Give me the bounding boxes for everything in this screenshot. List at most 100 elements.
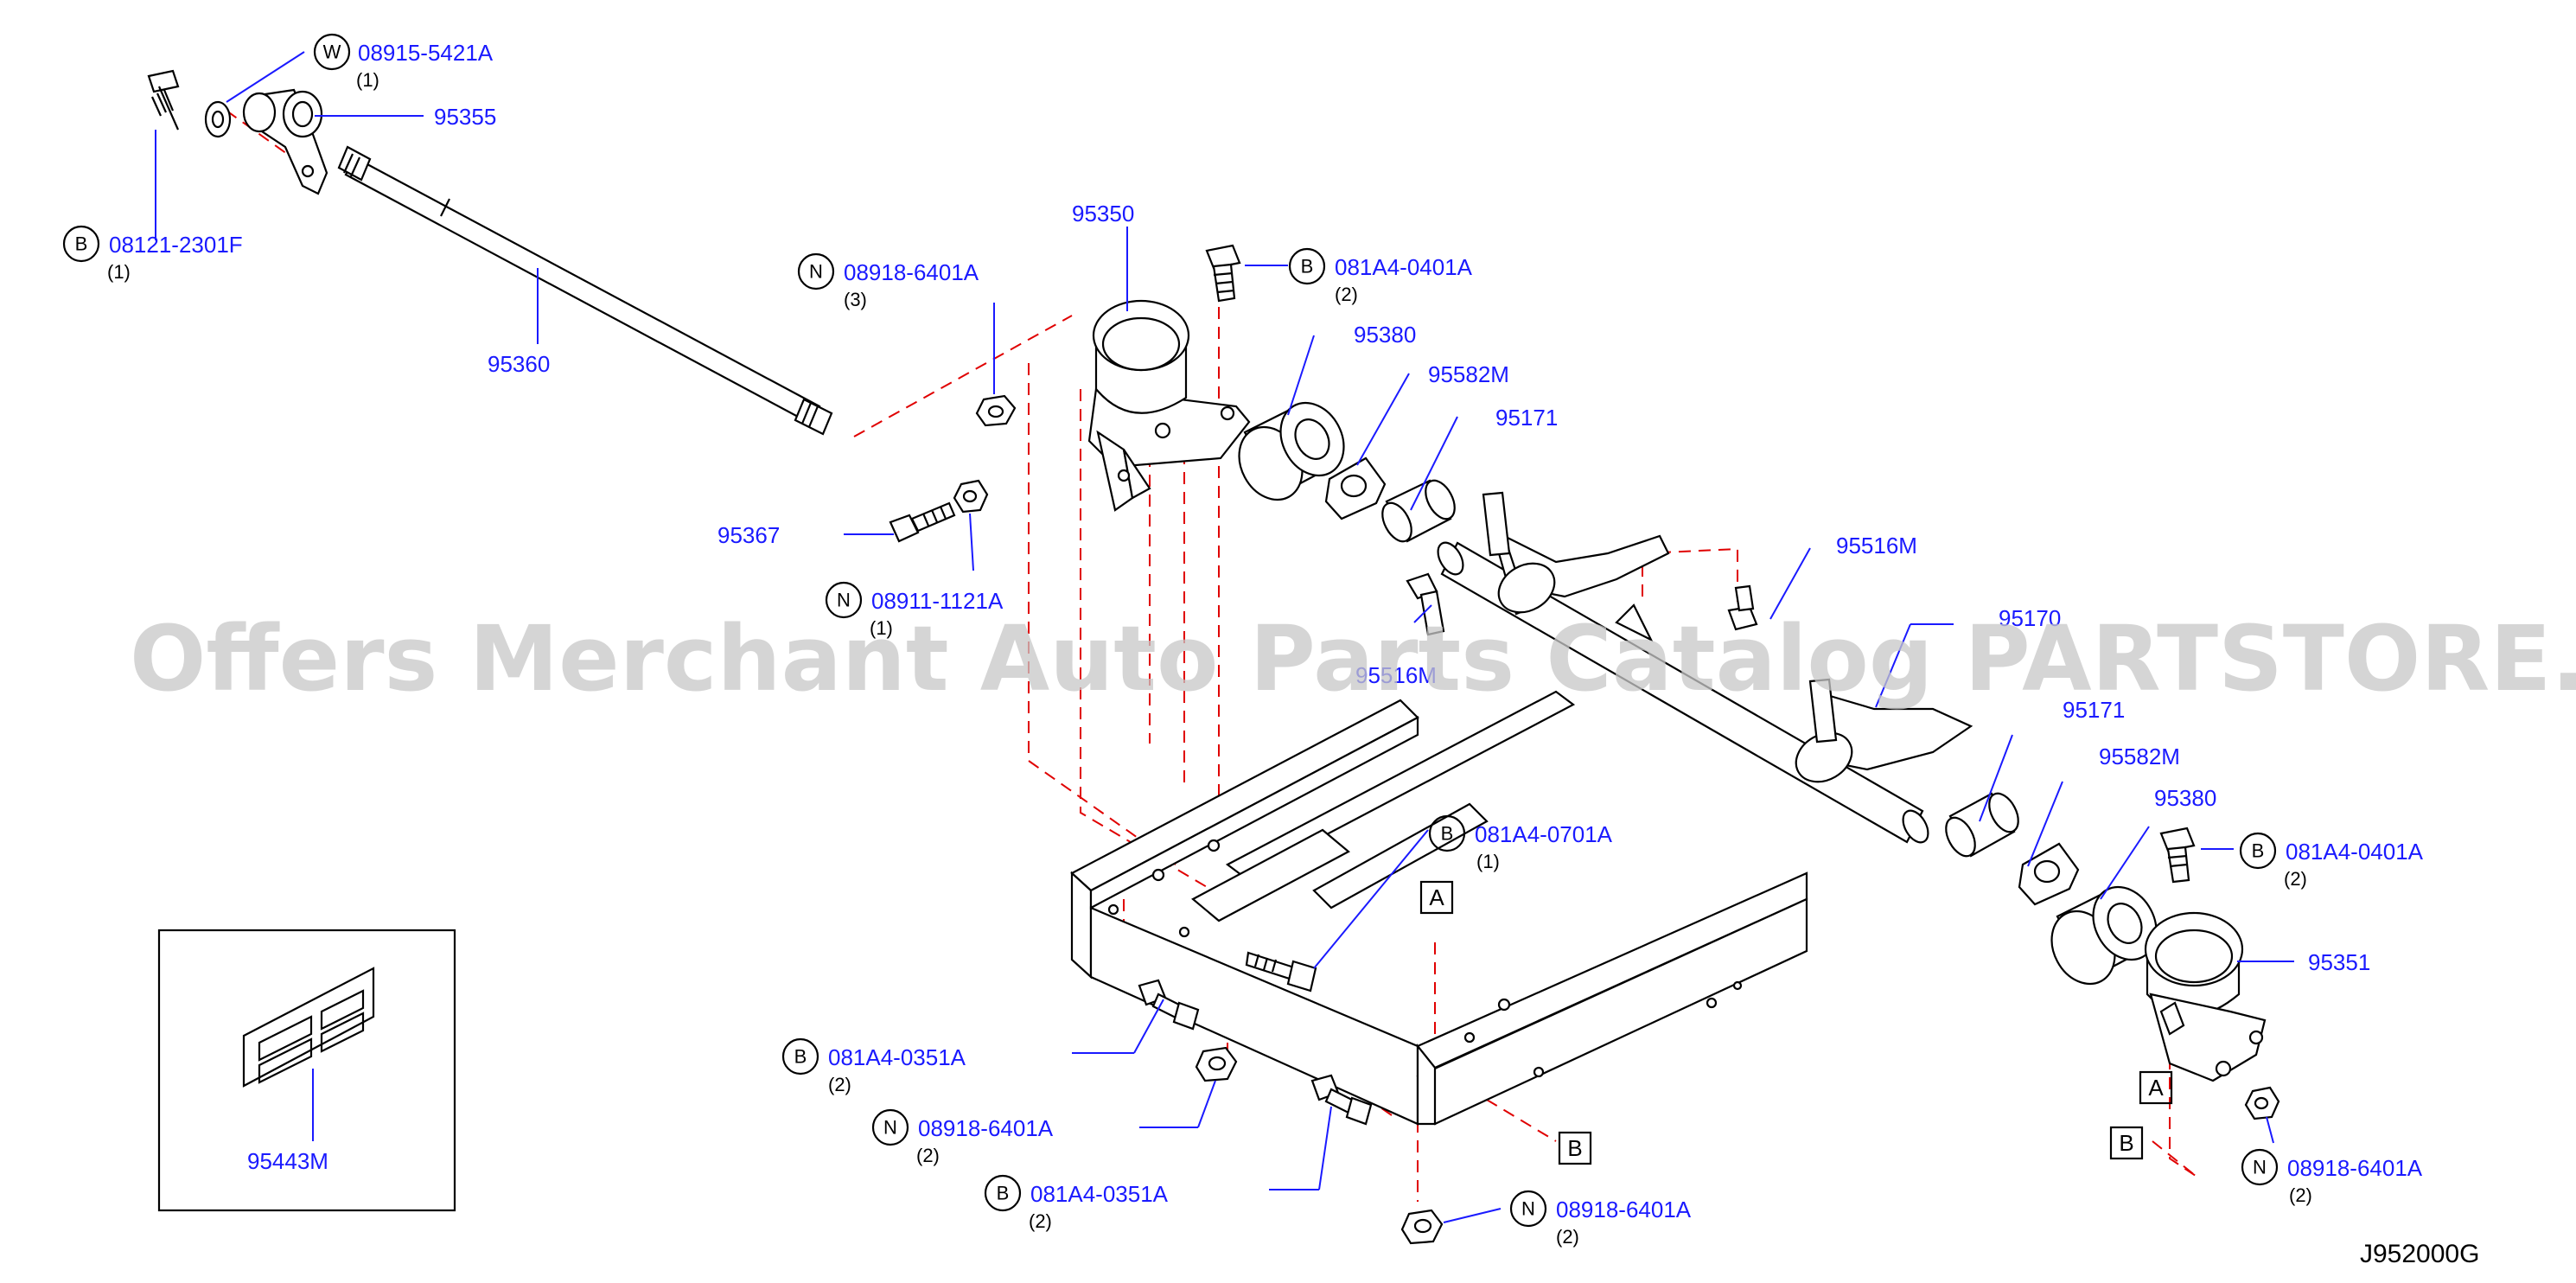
callout-part-number[interactable]: 95582M — [2099, 744, 2180, 769]
callout-081A4-0701A: B 081A4-0701A (1) — [1428, 814, 1613, 872]
callout-part-number[interactable]: 95443M — [247, 1148, 328, 1174]
callout-part-number[interactable]: 95171 — [2063, 697, 2125, 723]
bushing-95380-lower — [2050, 885, 2158, 986]
ref-letter: B — [2119, 1130, 2133, 1156]
callout-part-number[interactable]: 081A4-0701A — [1475, 821, 1613, 847]
nut-08918-6401A-frame-bottom — [1400, 1209, 1444, 1245]
callout-prefix: N — [809, 261, 823, 283]
callout-part-number[interactable]: 081A4-0401A — [1335, 254, 1473, 280]
bolt-081A4-0351A-right — [1310, 1074, 1373, 1126]
bolt-081A4-0401A-lower — [2159, 827, 2196, 884]
callout-part-number[interactable]: 95516M — [1355, 662, 1437, 688]
callout-prefix: B — [1301, 256, 1314, 278]
callout-part-number[interactable]: 95170 — [1999, 605, 2061, 631]
bolt-95516M-right — [1727, 584, 1758, 631]
callout-prefix: N — [883, 1117, 897, 1139]
callout-part-number[interactable]: 08915-5421A — [358, 40, 494, 66]
callout-prefix: W — [323, 41, 341, 63]
callout-qty: (2) — [916, 1145, 940, 1166]
callout-part-number[interactable]: 08121-2301F — [109, 232, 243, 258]
callout-08918-6401A-frame-left: N 08918-6401A (2) — [871, 1108, 1054, 1166]
callout-95360: 95360 — [488, 351, 550, 377]
callout-part-number[interactable]: 95171 — [1495, 405, 1558, 431]
bolt-081A4-0351A-left — [1138, 979, 1200, 1031]
label-plate-95443M — [242, 967, 375, 1088]
axle-beam-95170 — [1437, 491, 1973, 844]
callouts: W 08915-5421A (1) 95355 B 08121-2301F (1… — [62, 33, 2424, 1248]
nut-08918-6401A-frame-left — [1195, 1046, 1238, 1082]
diagram-code: J952000G — [2360, 1240, 2479, 1268]
callout-95443M: 95443M — [247, 1148, 328, 1174]
callout-part-number[interactable]: 95380 — [2154, 785, 2216, 811]
callout-081A4-0351A-left: B 081A4-0351A (2) — [781, 1037, 966, 1095]
ref-box-a-frame: A — [1419, 880, 1454, 915]
callout-prefix: B — [997, 1183, 1010, 1204]
callout-part-number[interactable]: 08918-6401A — [2287, 1155, 2423, 1181]
callout-part-number[interactable]: 95351 — [2308, 949, 2370, 975]
ref-marks: A B A B — [1419, 880, 2173, 1165]
bracket-95355 — [242, 88, 328, 195]
plate-95582M-lower — [2018, 842, 2080, 906]
nut-08918-6401A-right — [2244, 1086, 2280, 1120]
callout-part-number[interactable]: 95582M — [1428, 361, 1509, 387]
callout-081A4-0401A-upper: B 081A4-0401A (2) — [1288, 247, 1473, 305]
callout-part-number[interactable]: 081A4-0401A — [2286, 839, 2424, 865]
bearing-housing-95350 — [1087, 299, 1251, 512]
ref-letter: A — [1429, 884, 1444, 910]
callout-part-number[interactable]: 95380 — [1354, 322, 1416, 348]
callout-08911-1121A: N 08911-1121A (1) — [825, 581, 1004, 639]
callout-part-number[interactable]: 95360 — [488, 351, 550, 377]
callout-95582M-upper: 95582M — [1428, 361, 1509, 387]
callout-95171-lower: 95171 — [2063, 697, 2125, 723]
bearing-housing-95351 — [2144, 911, 2267, 1082]
nut-08911-1121A — [953, 479, 989, 514]
callout-95380-lower: 95380 — [2154, 785, 2216, 811]
callout-081A4-0401A-lower: B 081A4-0401A (2) — [2239, 832, 2424, 890]
callout-qty: (1) — [107, 261, 131, 283]
callout-part-number[interactable]: 95367 — [717, 522, 780, 548]
nut-08918-6401A-upper — [975, 394, 1017, 427]
callout-95516M-left: 95516M — [1355, 662, 1437, 688]
callout-08918-6401A-right: N 08918-6401A (2) — [2241, 1148, 2423, 1206]
callout-part-number[interactable]: 08918-6401A — [1556, 1197, 1692, 1222]
ref-box-b-frame: B — [1558, 1131, 1592, 1165]
callout-08918-6401A-3: N 08918-6401A (3) — [797, 252, 979, 310]
callout-prefix: B — [794, 1046, 807, 1068]
callout-95355: 95355 — [434, 104, 496, 130]
callout-prefix: N — [837, 590, 851, 611]
rod-95360 — [337, 145, 833, 436]
callout-95351: 95351 — [2308, 949, 2370, 975]
callout-95367: 95367 — [717, 522, 780, 548]
callout-qty: (1) — [1476, 851, 1500, 872]
callout-part-number[interactable]: 081A4-0351A — [828, 1044, 966, 1070]
callout-qty: (2) — [1556, 1226, 1579, 1248]
callout-qty: (2) — [1029, 1210, 1052, 1232]
callout-part-number[interactable]: 95350 — [1072, 201, 1134, 227]
callout-08915-5421A: W 08915-5421A (1) — [313, 33, 494, 91]
callout-qty: (1) — [356, 69, 379, 91]
bolt-95367 — [889, 501, 956, 543]
callout-part-number[interactable]: 081A4-0351A — [1030, 1181, 1169, 1207]
callout-part-number[interactable]: 08918-6401A — [918, 1115, 1054, 1141]
callout-part-number[interactable]: 95516M — [1836, 533, 1917, 559]
ref-letter: B — [1567, 1135, 1582, 1161]
callout-part-number[interactable]: 08918-6401A — [844, 259, 979, 285]
callout-95171-upper: 95171 — [1495, 405, 1558, 431]
callout-95170: 95170 — [1999, 605, 2061, 631]
leader-lines — [155, 51, 2294, 1223]
callout-95380-upper: 95380 — [1354, 322, 1416, 348]
callout-part-number[interactable]: 95355 — [434, 104, 496, 130]
bolt-081A4-0401A-upper — [1205, 244, 1241, 303]
inset-box — [157, 929, 456, 1212]
callout-qty: (2) — [1335, 284, 1358, 305]
ref-box-a-right: A — [2139, 1070, 2173, 1105]
callout-prefix: B — [1441, 823, 1454, 845]
callout-qty: (3) — [844, 289, 867, 310]
bolt-08121-2301F — [147, 69, 180, 131]
callout-qty: (2) — [828, 1074, 851, 1095]
callout-08918-6401A-frame-bottom: N 08918-6401A (2) — [1509, 1190, 1692, 1248]
callout-part-number[interactable]: 08911-1121A — [871, 588, 1004, 614]
ref-box-b-right: B — [2109, 1126, 2144, 1160]
callout-qty: (1) — [870, 617, 893, 639]
